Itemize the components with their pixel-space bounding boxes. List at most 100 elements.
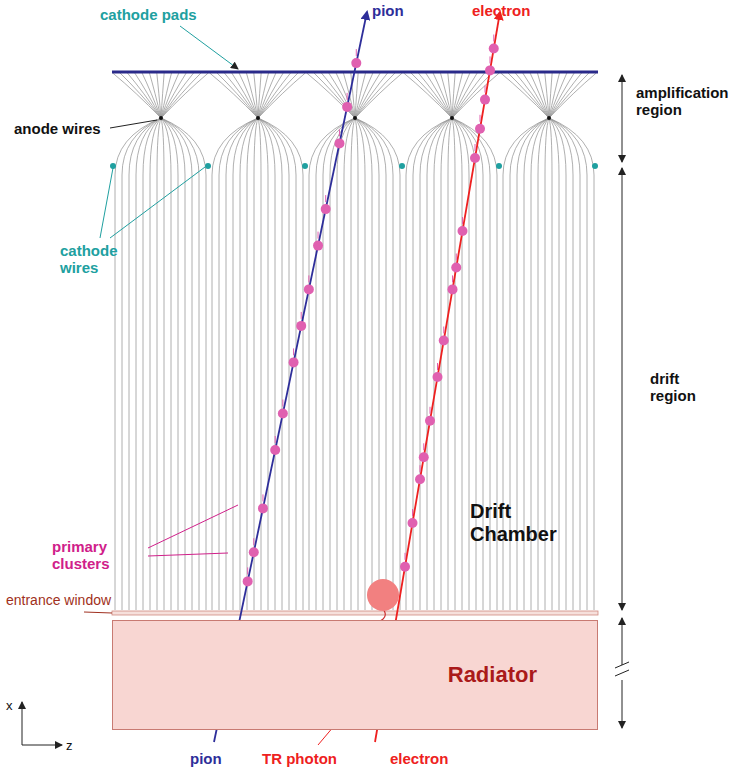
field-line [337,118,355,610]
primary-cluster [313,241,323,251]
field-line [355,118,400,610]
cathode-wire [399,163,405,169]
field-line [355,73,402,118]
primary-cluster [458,226,468,236]
drift-arrow [485,86,486,93]
drift-arrow [293,348,294,355]
primary-cluster [249,547,259,557]
field-line [161,118,178,610]
axis-label: z [66,738,73,754]
field-line [258,73,283,118]
drift-arrow [308,275,309,282]
field-line [161,73,208,118]
field-line [307,73,355,118]
field-line [254,73,258,118]
region-label: drift region [650,370,720,404]
drift-arrow [493,35,494,42]
particle-label: electron [390,750,448,767]
primary-cluster [304,284,314,294]
primary-cluster [408,518,418,528]
primary-cluster [258,503,268,513]
field-line [355,73,380,118]
tr-photon-label: TR photon [262,750,337,767]
primary-cluster [400,562,410,572]
field-line [508,73,549,118]
field-line [161,118,171,610]
primary-cluster [419,452,429,462]
field-line [258,118,289,610]
field-line [161,118,206,610]
field-line [441,118,452,610]
field-line [240,118,258,610]
particle-label: electron [472,2,530,19]
field-line [452,73,485,118]
primary-cluster [470,153,480,163]
field-line [452,118,462,610]
field-line [122,118,161,610]
primary-cluster [321,204,331,214]
field-line [418,73,452,118]
field-line [448,73,452,118]
primary-cluster [475,124,485,134]
field-line [344,118,355,610]
cathode-wire [205,163,211,169]
drift-arrow [490,56,491,63]
field-line [212,118,258,610]
field-line [161,73,186,118]
anode-wire [159,116,163,120]
drift-arrow [339,129,340,136]
field-line [258,73,291,118]
cathode-wire [302,163,308,169]
field-line [440,73,452,118]
axis-label: x [6,698,13,714]
region-label: amplification region [636,84,736,118]
field-line [413,118,452,610]
primary-cluster [351,58,361,68]
primary-cluster [342,102,352,112]
field-line [433,73,452,118]
cathode-wire [592,163,598,169]
field-line [219,118,258,610]
field-line [161,118,164,610]
field-line [120,73,161,118]
field-line [530,73,549,118]
radiator-block: Radiator [112,620,598,730]
field-line [258,118,303,610]
primary-cluster [448,284,458,294]
dimension-arrows [615,75,629,728]
field-line [406,118,452,610]
drift-arrow [356,49,357,56]
primary-cluster [485,65,495,75]
entrance-window [112,611,598,615]
particle-label: pion [190,750,222,767]
drift-arrow [443,327,444,334]
cluster-label: primary clusters [52,538,142,572]
anode-wire [450,116,454,120]
primary-clusters [243,35,499,587]
field-line [161,118,199,610]
field-line [448,118,452,610]
drift-arrow [420,465,421,472]
field-line [355,118,393,610]
primary-cluster [334,138,344,148]
field-line [330,118,355,610]
drift-arrow [480,115,481,122]
radiator-label: Radiator [448,662,537,688]
field-line [115,118,161,610]
anode-wire [547,116,551,120]
primary-cluster [439,336,449,346]
field-line [157,73,161,118]
field-line [239,73,258,118]
field-line [150,118,161,610]
drift-arrow [437,363,438,370]
field-line [355,118,386,610]
field-line [143,118,161,610]
drift-arrow [452,275,453,282]
field-line [545,73,549,118]
field-line [404,73,452,118]
field-line [309,118,355,610]
field-line [355,118,372,610]
field-line [355,118,358,610]
field-line [142,73,161,118]
